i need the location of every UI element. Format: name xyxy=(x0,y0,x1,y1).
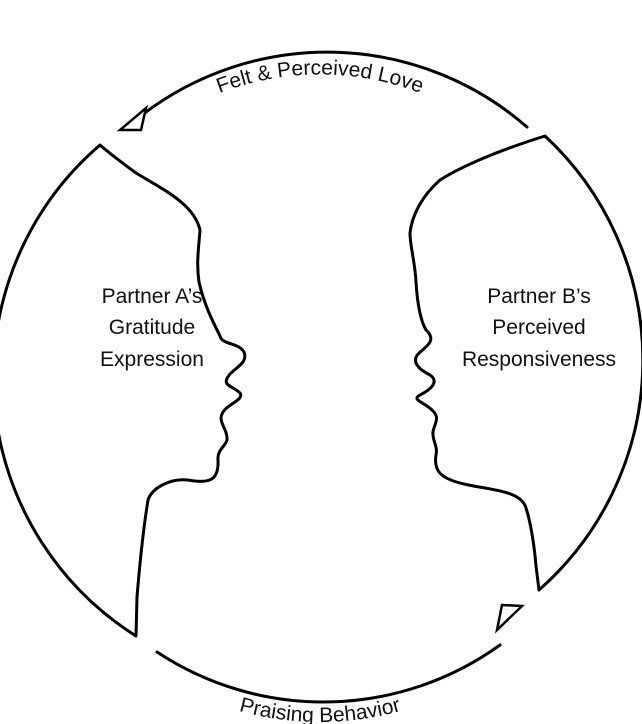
partner-a-line-3: Expression xyxy=(100,348,204,371)
partner-b-line-1: Partner B’s xyxy=(487,285,591,308)
bottom-cycle-arc xyxy=(155,643,502,704)
partner-a-line-2: Gratitude xyxy=(109,316,195,339)
partner-b-profile-icon xyxy=(408,134,642,592)
partner-a-line-1: Partner A’s xyxy=(102,285,203,308)
top-cycle-arc xyxy=(140,50,529,129)
bottom-arrowhead-icon xyxy=(494,603,525,634)
partner-b-line-3: Responsiveness xyxy=(462,348,616,371)
partner-a-profile-icon xyxy=(0,143,247,638)
top-arrowhead-icon xyxy=(116,104,149,132)
partner-b-line-2: Perceived xyxy=(492,316,585,339)
